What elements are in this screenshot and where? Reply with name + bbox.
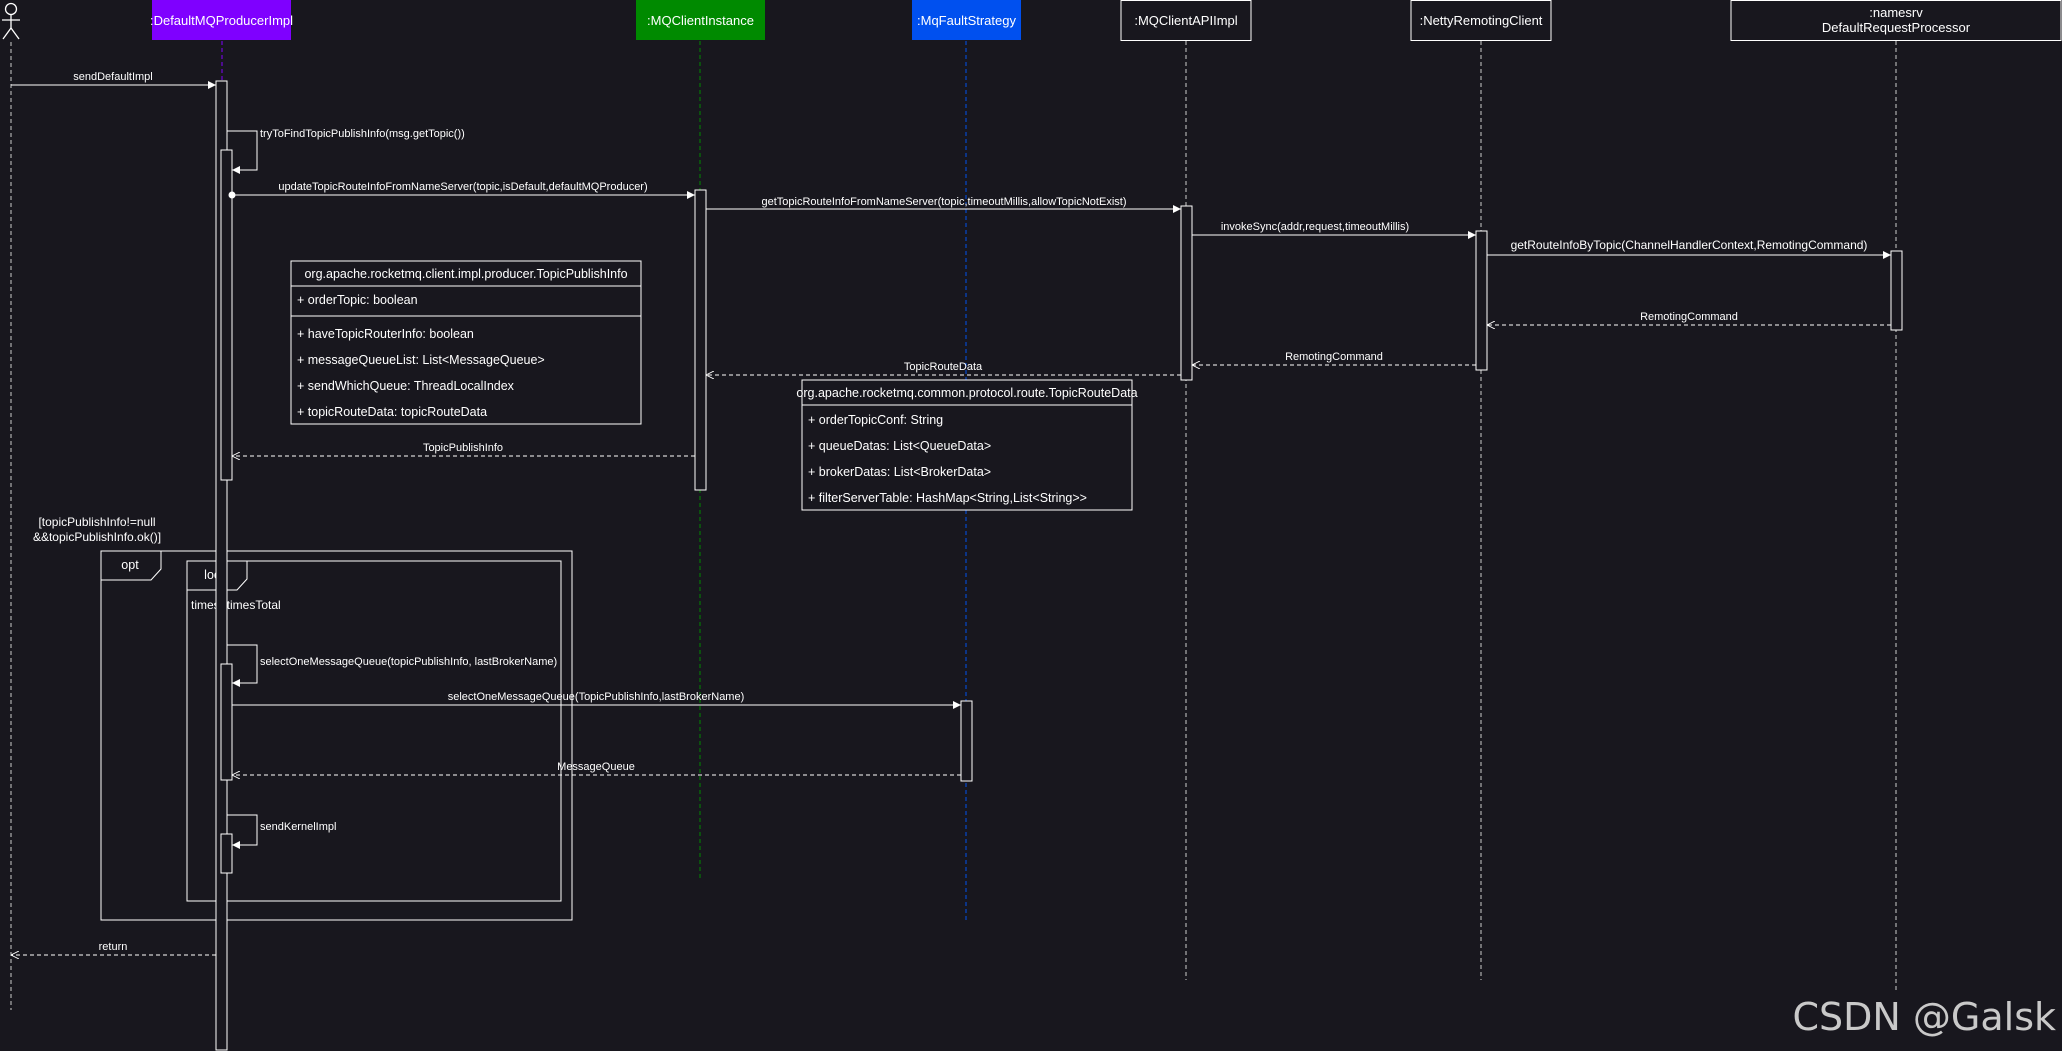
msg-topic-route-data-label: TopicRouteData — [904, 361, 983, 373]
msg-update-route-label: updateTopicRouteInfoFromNameServer(topic… — [278, 181, 647, 193]
msg-get-route-by-topic-label: getRouteInfoByTopic(ChannelHandlerContex… — [1511, 238, 1868, 252]
msg-topic-publish-info: TopicPublishInfo — [232, 442, 695, 456]
participant-namesrv-label-1: :namesrv — [1869, 5, 1923, 20]
participant-instance: :MQClientInstance — [636, 0, 765, 40]
participant-namesrv-label-2: DefaultRequestProcessor — [1822, 20, 1971, 35]
msg-return-label: return — [99, 941, 128, 953]
opt-guard-line1: [topicPublishInfo!=null — [38, 515, 155, 529]
class-field: + orderTopic: boolean — [297, 293, 418, 307]
activation-producer-find — [220, 149, 233, 481]
participant-producer: :DefaultMQProducerImpl — [150, 0, 293, 40]
msg-send-default: sendDefaultImpl — [11, 71, 216, 89]
msg-select-call: selectOneMessageQueue(TopicPublishInfo,l… — [232, 691, 961, 709]
msg-send-default-label: sendDefaultImpl — [73, 71, 153, 83]
participant-producer-label: :DefaultMQProducerImpl — [150, 13, 293, 28]
participant-namesrv: :namesrv DefaultRequestProcessor — [1730, 0, 2062, 41]
activation-producer-kernel — [220, 833, 233, 874]
msg-topic-route-data: TopicRouteData — [706, 361, 1181, 375]
msg-get-route-by-topic: getRouteInfoByTopic(ChannelHandlerContex… — [1487, 238, 1891, 259]
msg-select-self-label: selectOneMessageQueue(topicPublishInfo, … — [260, 656, 557, 668]
opt-fragment: opt [topicPublishInfo!=null &&topicPubli… — [33, 515, 573, 921]
class-member: + messageQueueList: List<MessageQueue> — [297, 353, 545, 367]
opt-guard-line2: &&topicPublishInfo.ok()] — [33, 530, 161, 544]
participant-fault-label: :MqFaultStrategy — [917, 13, 1016, 28]
class-topic-route-data: org.apache.rocketmq.common.protocol.rout… — [796, 379, 1138, 511]
activation-netty — [1475, 230, 1488, 371]
msg-topic-publish-info-label: TopicPublishInfo — [423, 442, 503, 454]
msg-remoting-cmd-2-label: RemotingCommand — [1285, 351, 1383, 363]
msg-select-self: selectOneMessageQueue(topicPublishInfo, … — [227, 644, 557, 687]
class-topic-route-data-title: org.apache.rocketmq.common.protocol.rout… — [796, 386, 1137, 400]
msg-invoke-sync-label: invokeSync(addr,request,timeoutMillis) — [1221, 221, 1409, 233]
activation-instance — [694, 189, 707, 491]
participant-api: :MQClientAPIImpl — [1120, 0, 1252, 41]
msg-invoke-sync: invokeSync(addr,request,timeoutMillis) — [1192, 221, 1476, 239]
watermark: CSDN @Galsk — [1792, 995, 2056, 1039]
actor — [2, 2, 20, 40]
class-member: + orderTopicConf: String — [808, 413, 943, 427]
msg-return: return — [11, 941, 216, 955]
class-member: + sendWhichQueue: ThreadLocalIndex — [297, 379, 515, 393]
msg-remoting-cmd-1-label: RemotingCommand — [1640, 311, 1738, 323]
participant-instance-label: :MQClientInstance — [647, 13, 754, 28]
loop-fragment: loop times<timesTotal — [186, 560, 562, 902]
class-member: + filterServerTable: HashMap<String,List… — [808, 491, 1087, 505]
msg-remoting-cmd-2: RemotingCommand — [1192, 351, 1476, 365]
opt-label: opt — [121, 558, 139, 572]
msg-get-route: getTopicRouteInfoFromNameServer(topic,ti… — [706, 196, 1181, 213]
loop-guard: times<timesTotal — [191, 598, 281, 612]
activation-api — [1180, 205, 1193, 381]
msg-send-kernel-label: sendKernelImpl — [260, 821, 336, 833]
participant-netty-label: :NettyRemotingClient — [1420, 13, 1543, 28]
participant-api-label: :MQClientAPIImpl — [1134, 13, 1237, 28]
activation-fault — [960, 700, 973, 782]
msg-select-call-label: selectOneMessageQueue(TopicPublishInfo,l… — [448, 691, 745, 703]
activation-producer-select — [220, 663, 233, 781]
msg-remoting-cmd-1: RemotingCommand — [1487, 311, 1891, 325]
class-topic-publish-info-title: org.apache.rocketmq.client.impl.producer… — [304, 267, 627, 281]
participant-netty: :NettyRemotingClient — [1410, 0, 1552, 41]
class-member: + brokerDatas: List<BrokerData> — [808, 465, 991, 479]
msg-try-find-label: tryToFindTopicPublishInfo(msg.getTopic()… — [260, 128, 465, 140]
msg-get-route-label: getTopicRouteInfoFromNameServer(topic,ti… — [762, 196, 1127, 208]
msg-send-kernel: sendKernelImpl — [227, 814, 336, 849]
msg-message-queue-label: MessageQueue — [557, 761, 635, 773]
msg-message-queue: MessageQueue — [232, 761, 961, 775]
class-topic-publish-info: org.apache.rocketmq.client.impl.producer… — [290, 260, 642, 425]
class-member: + haveTopicRouterInfo: boolean — [297, 327, 474, 341]
class-member: + topicRouteData: topicRouteData — [297, 405, 487, 419]
activation-producer-main — [215, 80, 228, 1051]
class-member: + queueDatas: List<QueueData> — [808, 439, 991, 453]
msg-update-route: updateTopicRouteInfoFromNameServer(topic… — [228, 181, 695, 199]
msg-try-find: tryToFindTopicPublishInfo(msg.getTopic()… — [227, 128, 465, 174]
activation-namesrv — [1890, 250, 1903, 331]
participant-fault: :MqFaultStrategy — [912, 0, 1021, 40]
